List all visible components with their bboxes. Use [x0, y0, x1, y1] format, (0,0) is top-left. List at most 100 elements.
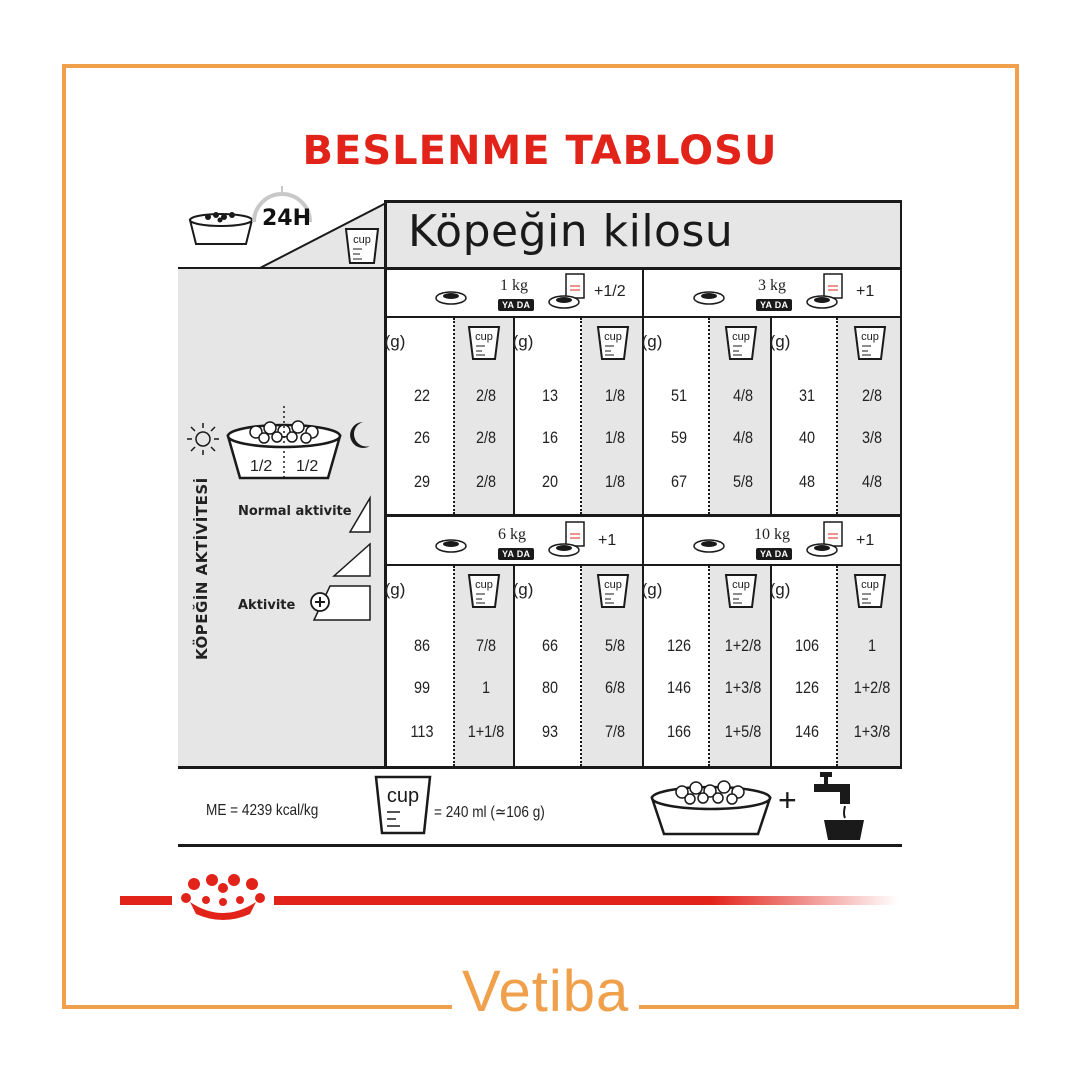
activity-label: Aktivite [238, 598, 296, 613]
grid-line [386, 267, 902, 270]
bowl-icon [693, 539, 725, 553]
grid-line [770, 564, 772, 768]
pouch-icon [548, 521, 585, 557]
cup-value: 5/8 [604, 636, 626, 655]
red-divider [120, 896, 172, 905]
cup-value: 1/8 [604, 386, 626, 405]
water-tap-icon [814, 772, 864, 840]
gram-column-label: (g) [512, 332, 534, 351]
gram-column-label: (g) [512, 580, 534, 599]
plus-sign: + [778, 782, 797, 818]
gram-value: 51 [670, 386, 688, 405]
activity-side-title: KÖPEĞİN AKTİVİTESİ [193, 477, 211, 660]
svg-text:cup: cup [387, 785, 419, 807]
activity-level-icon [310, 495, 371, 621]
grid-line [708, 318, 710, 514]
cup-value: 2/8 [475, 428, 497, 447]
pouch-icon [806, 521, 843, 557]
cup-label: cup [604, 579, 622, 591]
cup-value: 7/8 [475, 636, 497, 655]
cup-label: cup [475, 331, 493, 343]
cup-icon: cup [467, 574, 501, 608]
cup-label: cup [604, 331, 622, 343]
bowl-icon [226, 406, 342, 480]
weight-label: 6 kg [498, 526, 526, 543]
grid-line [178, 766, 902, 769]
cup-value: 1+2/8 [724, 636, 762, 655]
gram-column-label: (g) [384, 580, 406, 599]
gram-value: 106 [794, 636, 820, 655]
cup-value: 1+3/8 [853, 722, 891, 741]
gram-value: 93 [541, 722, 559, 741]
grid-line [513, 564, 515, 768]
sun-icon [187, 423, 219, 455]
gram-value: 48 [798, 472, 816, 491]
cup-value: 5/8 [732, 472, 754, 491]
cup-icon: cup [596, 574, 630, 608]
cup-label: cup [861, 331, 879, 343]
cup-value: 1+3/8 [724, 678, 762, 697]
cup-icon: cup [853, 326, 887, 360]
gram-value: 26 [413, 428, 431, 447]
cup-icon: cup [374, 775, 432, 835]
cup-equivalence: = 240 ml (≃106 g) [434, 804, 545, 821]
grid-line [708, 566, 710, 766]
grid-line [384, 200, 387, 768]
cup-value: 2/8 [861, 386, 883, 405]
cup-value: 1+5/8 [724, 722, 762, 741]
header-bg [386, 203, 902, 269]
cup-icon: cup [467, 326, 501, 360]
bowl-icon [188, 212, 254, 245]
pouch-amount: +1 [598, 532, 617, 549]
grid-line [836, 318, 838, 514]
cup-value: 1/8 [604, 428, 626, 447]
time-label: 24H [262, 206, 312, 231]
grid-line [453, 566, 455, 766]
pouch-icon [548, 273, 585, 309]
cup-value: 1 [481, 678, 491, 697]
cup-label: cup [732, 331, 750, 343]
cup-label: cup [732, 579, 750, 591]
half-portion-label: 1/2 [250, 458, 273, 475]
cup-value: 1/8 [604, 472, 626, 491]
gram-column-label: (g) [641, 580, 663, 599]
pouch-amount: +1 [856, 283, 875, 300]
bowl-icon [693, 291, 725, 305]
cup-value: 1+1/8 [467, 722, 505, 741]
page-title: BESLENME TABLOSU [302, 128, 778, 174]
cup-value: 2/8 [475, 386, 497, 405]
grid-line [386, 564, 902, 566]
cup-value: 4/8 [732, 428, 754, 447]
cup-value: 2/8 [475, 472, 497, 491]
gram-value: 126 [794, 678, 820, 697]
pouch-amount: +1/2 [594, 283, 626, 300]
or-badge: YA DA [498, 548, 535, 560]
or-badge: YA DA [498, 299, 535, 311]
gram-column-label: (g) [769, 580, 791, 599]
cup-label: cup [861, 579, 879, 591]
cup-icon: cup [724, 326, 758, 360]
energy-note: ME = 4239 kcal/kg [206, 802, 319, 819]
or-badge: YA DA [756, 299, 793, 311]
grid-line [580, 566, 582, 766]
moon-icon [350, 422, 370, 448]
cup-value: 6/8 [604, 678, 626, 697]
weight-label: 3 kg [758, 277, 786, 294]
gram-column-label: (g) [769, 332, 791, 351]
weight-label: 10 kg [754, 526, 790, 543]
cup-value: 7/8 [604, 722, 626, 741]
svg-text:cup: cup [353, 234, 371, 246]
pouch-amount: +1 [856, 532, 875, 549]
gram-value: 59 [670, 428, 688, 447]
red-divider [274, 896, 898, 905]
gram-value: 13 [541, 386, 559, 405]
gram-value: 126 [666, 636, 692, 655]
clock-icon [252, 186, 312, 223]
gram-column-label: (g) [384, 332, 406, 351]
gram-value: 20 [541, 472, 559, 491]
gram-value: 99 [413, 678, 431, 697]
weight-label: 1 kg [500, 277, 528, 294]
pouch-icon [806, 273, 843, 309]
bowl-icon [650, 780, 772, 836]
gram-value: 16 [541, 428, 559, 447]
